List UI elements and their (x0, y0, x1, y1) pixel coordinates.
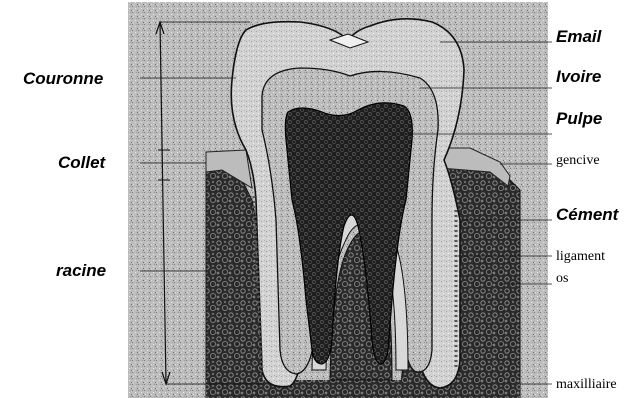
label-jaw: maxilliaire (556, 377, 617, 392)
label-enamel: Email (556, 27, 603, 46)
label-pulp: Pulpe (556, 109, 602, 128)
label-ligament: ligament (556, 249, 605, 264)
jaw-bone-base (206, 380, 520, 398)
label-crown: Couronne (23, 69, 103, 88)
label-root: racine (56, 261, 106, 280)
label-cementum: Cément (556, 205, 620, 224)
label-neck: Collet (58, 153, 107, 172)
label-dentin: Ivoire (556, 67, 601, 86)
label-bone: os (556, 271, 568, 286)
label-gum: gencive (556, 153, 600, 168)
